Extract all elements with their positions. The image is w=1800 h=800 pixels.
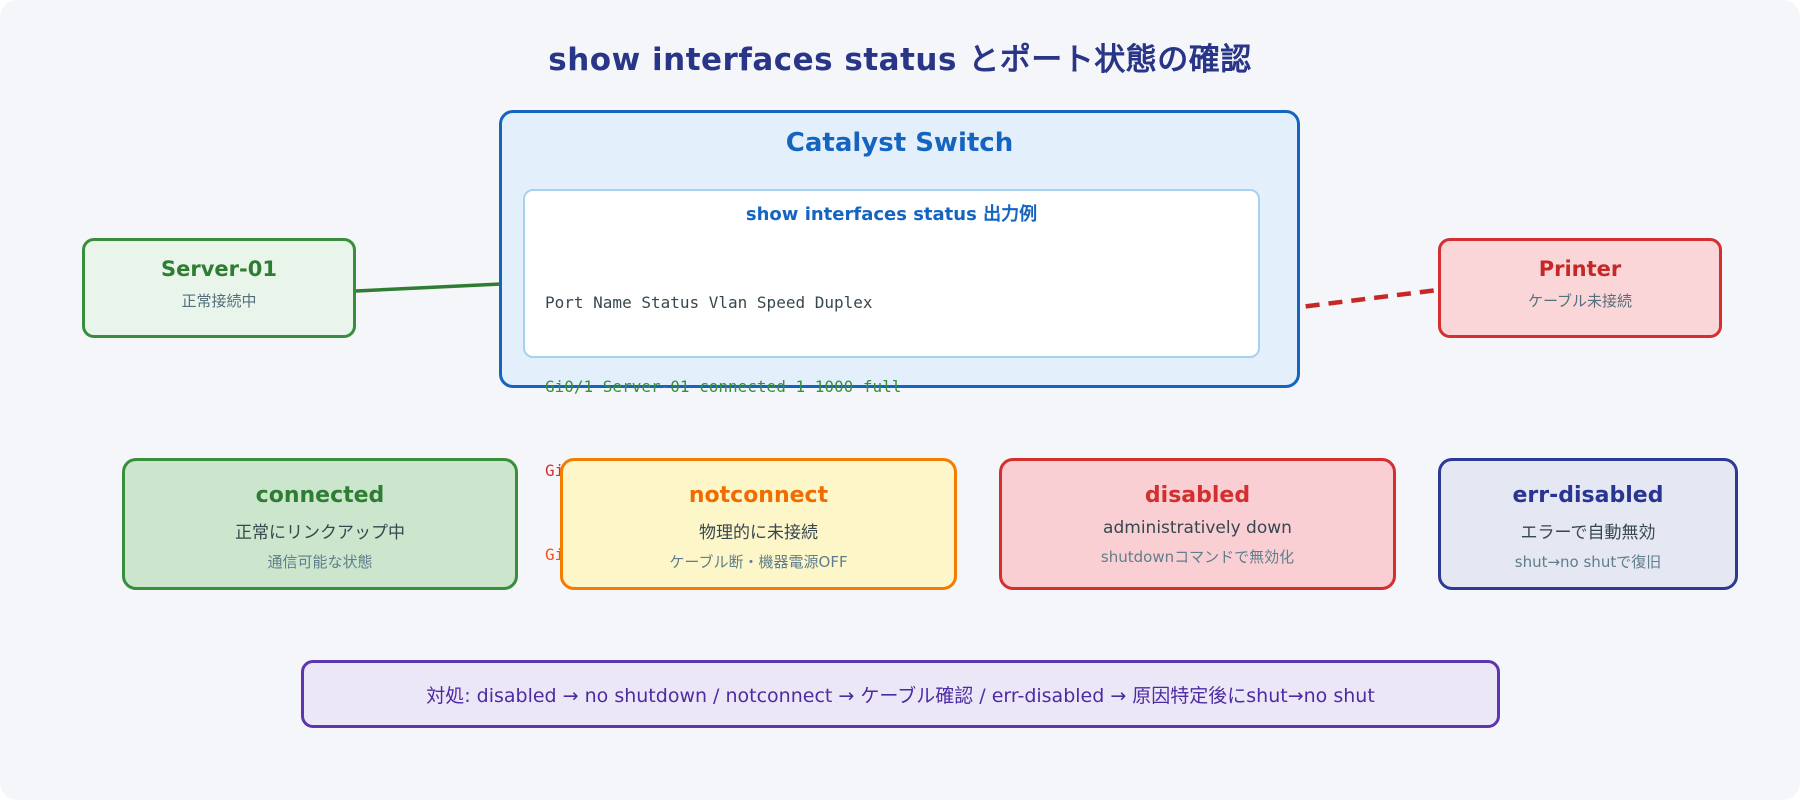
status-card-description: エラーで自動無効 bbox=[1520, 523, 1656, 543]
device-printer-status: ケーブル未接続 bbox=[1527, 292, 1633, 310]
remediation-text: 対処: disabled → no shutdown / notconnect … bbox=[426, 684, 1375, 707]
cli-output-title: show interfaces status 出力例 bbox=[745, 204, 1038, 225]
status-card-disabled: disabled administratively down shutdownコ… bbox=[999, 458, 1396, 590]
status-card-title: disabled bbox=[1144, 483, 1251, 508]
switch-title: Catalyst Switch bbox=[785, 128, 1014, 158]
status-card-err-disabled: err-disabled エラーで自動無効 shut→no shutで復旧 bbox=[1438, 458, 1738, 590]
status-card-description: 正常にリンクアップ中 bbox=[235, 523, 405, 543]
status-card-note: ケーブル断・機器電源OFF bbox=[669, 553, 848, 571]
status-card-note: 通信可能な状態 bbox=[267, 553, 373, 571]
catalyst-switch-panel: Catalyst Switch show interfaces status 出… bbox=[499, 110, 1300, 564]
status-card-title: err-disabled bbox=[1512, 483, 1664, 508]
terminal-line-header: Port Name Status Vlan Speed Duplex bbox=[545, 293, 873, 312]
status-card-title: connected bbox=[255, 483, 385, 508]
device-server-status: 正常接続中 bbox=[181, 292, 257, 310]
status-card-title: notconnect bbox=[688, 483, 829, 508]
status-card-description: 物理的に未接続 bbox=[699, 523, 818, 543]
page-title: show interfaces status とポート状態の確認 bbox=[548, 42, 1252, 78]
device-server-name: Server-01 bbox=[161, 257, 277, 281]
status-card-notconnect: notconnect 物理的に未接続 ケーブル断・機器電源OFF bbox=[560, 458, 957, 590]
device-printer-name: Printer bbox=[1538, 257, 1622, 281]
status-card-connected: connected 正常にリンクアップ中 通信可能な状態 bbox=[122, 458, 518, 590]
remediation-bar: 対処: disabled → no shutdown / notconnect … bbox=[301, 660, 1500, 728]
terminal-line-connected: Gi0/1 Server-01 connected 1 1000 full bbox=[545, 377, 902, 396]
cli-output-panel: show interfaces status 出力例 Port Name Sta… bbox=[523, 189, 1260, 564]
status-card-description: administratively down bbox=[1103, 518, 1292, 538]
device-server: Server-01 正常接続中 bbox=[82, 238, 356, 338]
status-card-note: shutdownコマンドで無効化 bbox=[1100, 548, 1295, 566]
server-link-line bbox=[355, 281, 524, 293]
device-printer: Printer ケーブル未接続 bbox=[1438, 238, 1722, 338]
status-card-note: shut→no shutで復旧 bbox=[1514, 553, 1662, 571]
